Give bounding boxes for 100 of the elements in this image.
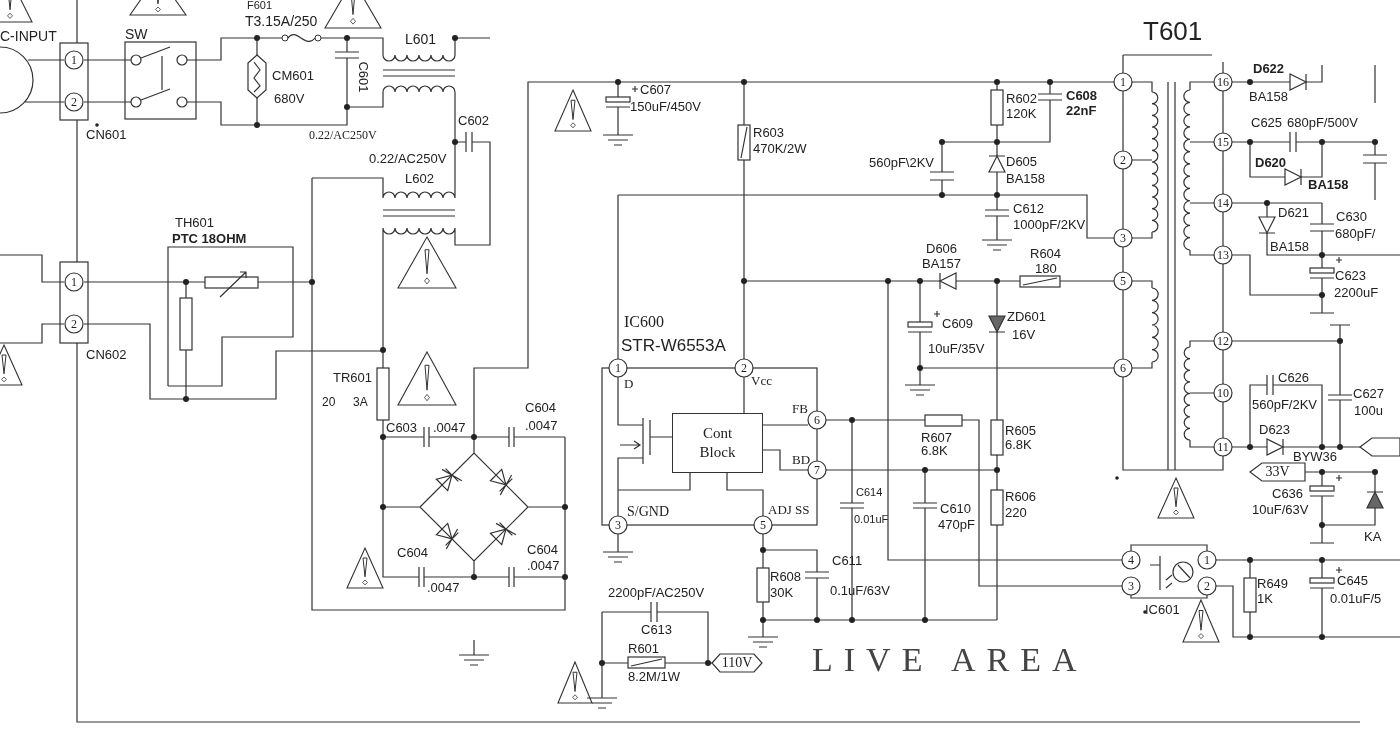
- component-label: 10uF/63V: [1252, 503, 1309, 516]
- component-label: TH601: [175, 216, 215, 229]
- component-label: 220: [1005, 506, 1027, 519]
- component-label: 0.22/AC250V: [369, 152, 447, 165]
- control-block: Cont Block: [672, 413, 763, 473]
- pin-number: 1: [1204, 554, 1210, 566]
- component-label: 2200pF/AC250V: [608, 586, 705, 599]
- component-label: TR601: [333, 371, 373, 384]
- component-label: CN601: [86, 128, 127, 141]
- pin-number: 2: [71, 96, 77, 108]
- pin-number: 2: [71, 318, 77, 330]
- pin-number: 10: [1217, 387, 1229, 399]
- component-label: ZD601: [1007, 310, 1047, 323]
- component-label: PTC 18OHM: [172, 232, 247, 245]
- component-label: 560pF/2KV: [1252, 398, 1318, 411]
- component-label: C623: [1335, 269, 1367, 282]
- component-label: 16V: [1012, 328, 1036, 341]
- component-label: 1000pF/2KV: [1013, 218, 1086, 231]
- component-label: R603: [753, 126, 785, 139]
- pin-number: 4: [1128, 554, 1134, 566]
- transformer-label: T601: [1143, 18, 1203, 44]
- pin-number: 2: [1120, 154, 1126, 166]
- component-label: C614: [856, 487, 883, 498]
- component-label: R607: [921, 431, 953, 444]
- component-label: C627: [1353, 387, 1385, 400]
- component-label: D622: [1253, 62, 1285, 75]
- component-label: CM601: [272, 69, 314, 82]
- component-label: C604: [527, 543, 559, 556]
- component-label: .0047: [433, 421, 466, 434]
- component-label: 150uF/450V: [630, 100, 701, 113]
- component-label: 0.22/AC250V: [309, 129, 377, 141]
- pin-number: 1: [1120, 76, 1126, 88]
- component-label: 470pF: [938, 518, 975, 531]
- component-label: ADJ SS: [768, 503, 810, 516]
- voltage-tag: 33V: [1250, 463, 1305, 481]
- component-label: R605: [1005, 424, 1037, 437]
- component-label: .0047: [427, 581, 460, 594]
- component-label: BD: [792, 453, 811, 466]
- component-label: 22nF: [1066, 104, 1097, 117]
- component-label: 3A: [353, 396, 368, 408]
- component-label: D623: [1259, 423, 1291, 436]
- component-label: 470K/2W: [753, 142, 807, 155]
- component-label: L602: [405, 172, 434, 185]
- component-label: C602: [458, 114, 490, 127]
- pin-number: 5: [760, 519, 766, 531]
- component-label: C604: [397, 546, 429, 559]
- component-label: 680pF/: [1335, 227, 1376, 240]
- component-label: 120K: [1006, 107, 1037, 120]
- component-label: SW: [125, 27, 148, 41]
- pin-number: 11: [1217, 441, 1229, 453]
- component-label: Vcc: [751, 374, 772, 387]
- component-label: STR-W6553A: [621, 337, 726, 354]
- component-label: D: [624, 377, 634, 390]
- area-label: LIVE AREA: [812, 643, 1088, 677]
- component-label: CN602: [86, 348, 127, 361]
- component-label: 30K: [770, 586, 794, 599]
- pin-number: 2: [741, 362, 747, 374]
- component-label: 6.8K: [921, 444, 948, 457]
- component-label: L601: [405, 32, 437, 46]
- component-label: BA158: [1249, 90, 1289, 103]
- component-label: C-INPUT: [0, 29, 57, 43]
- voltage-tag: 110V: [712, 654, 762, 672]
- pin-number: 6: [814, 414, 820, 426]
- pin-number: 6: [1120, 362, 1126, 374]
- component-label: R649: [1257, 577, 1289, 590]
- component-label: 2200uF: [1334, 286, 1379, 299]
- component-label: R608: [770, 570, 802, 583]
- component-label: C603: [386, 421, 418, 434]
- pin-number: 3: [1128, 580, 1134, 592]
- component-label: 680pF/500V: [1287, 116, 1358, 129]
- component-label: 1K: [1257, 592, 1273, 605]
- pin-number: 3: [615, 519, 621, 531]
- component-label: 100u: [1354, 404, 1383, 417]
- component-label: C626: [1278, 371, 1310, 384]
- component-label: D606: [926, 242, 958, 255]
- component-label: IC601: [1145, 603, 1180, 616]
- component-label: T3.15A/250: [245, 14, 318, 28]
- pin-number: 16: [1217, 76, 1229, 88]
- pin-number: 13: [1217, 249, 1229, 261]
- component-label: BA157: [922, 257, 962, 270]
- component-label: C607: [640, 83, 672, 96]
- component-label: 560pF\2KV: [869, 156, 935, 169]
- component-label: 680V: [274, 92, 305, 105]
- component-label: FB: [792, 402, 808, 415]
- pin-number: 15: [1217, 136, 1229, 148]
- component-label: D605: [1006, 155, 1038, 168]
- component-label: R601: [628, 642, 660, 655]
- pin-number: 14: [1217, 197, 1229, 209]
- pin-number: 1: [71, 54, 77, 66]
- component-label: BA158: [1006, 172, 1046, 185]
- component-label: C601: [356, 61, 370, 93]
- pin-number: 7: [814, 464, 820, 476]
- component-label: KA: [1364, 530, 1382, 543]
- component-label: BYW36: [1293, 450, 1338, 463]
- component-label: R602: [1006, 92, 1038, 105]
- component-label: C608: [1066, 89, 1098, 102]
- component-label: C613: [641, 623, 673, 636]
- component-label: 8.2M/1W: [628, 670, 680, 683]
- component-label: D620: [1255, 156, 1287, 169]
- component-label: C604: [525, 401, 557, 414]
